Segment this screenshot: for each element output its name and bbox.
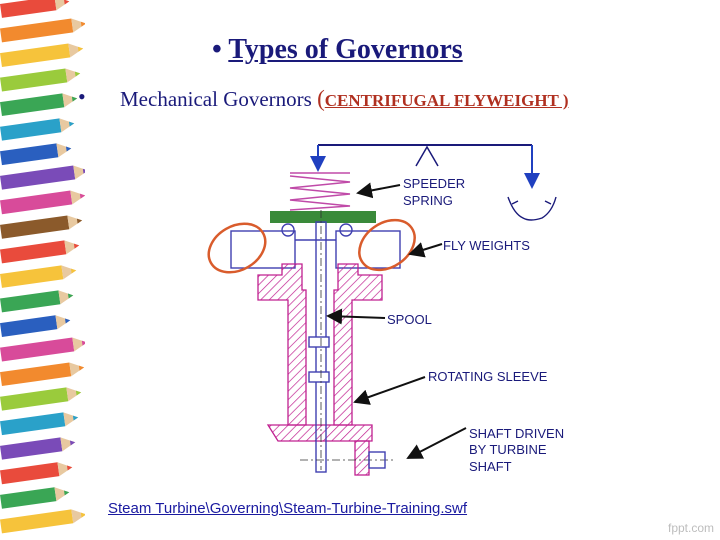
speeder-spring [289,172,351,211]
label-shaft-3: SHAFT [469,459,512,474]
subtitle-highlight: CENTRIFUGAL FLYWEIGHT ) [324,91,569,110]
label-shaft-2: BY TURBINE [469,442,547,457]
rotating-sleeve [257,263,383,476]
top-linkage [310,144,540,189]
subtitle-text: Mechanical Governors [120,87,312,111]
pointer-arrows [326,182,467,459]
subtitle-paren: ( [317,86,325,111]
flyweight-highlight-right [358,218,416,272]
title-text: Types of Governors [228,34,463,65]
label-fly-weights: FLY WEIGHTS [443,238,530,253]
title-bullet: • [212,34,222,65]
subtitle-bullet: • [78,84,86,109]
pilot-cylinder [507,196,557,221]
flyweight-highlight-left [207,222,267,274]
spool [300,210,395,473]
label-speeder-2: SPRING [403,193,453,208]
swf-link[interactable]: Steam Turbine\Governing\Steam-Turbine-Tr… [108,500,468,517]
label-rotating-sleeve: ROTATING SLEEVE [428,369,548,384]
watermark: fppt.com [668,521,715,535]
spring-plate [270,211,376,223]
subtitle: Mechanical Governors (CENTRIFUGAL FLYWEI… [120,86,569,112]
label-shaft-1: SHAFT DRIVEN [469,426,564,441]
pencils-decoration [0,0,85,534]
slide-title: • Types of Governors [212,34,463,66]
label-speeder-1: SPEEDER [403,176,465,191]
label-spool: SPOOL [387,312,432,327]
